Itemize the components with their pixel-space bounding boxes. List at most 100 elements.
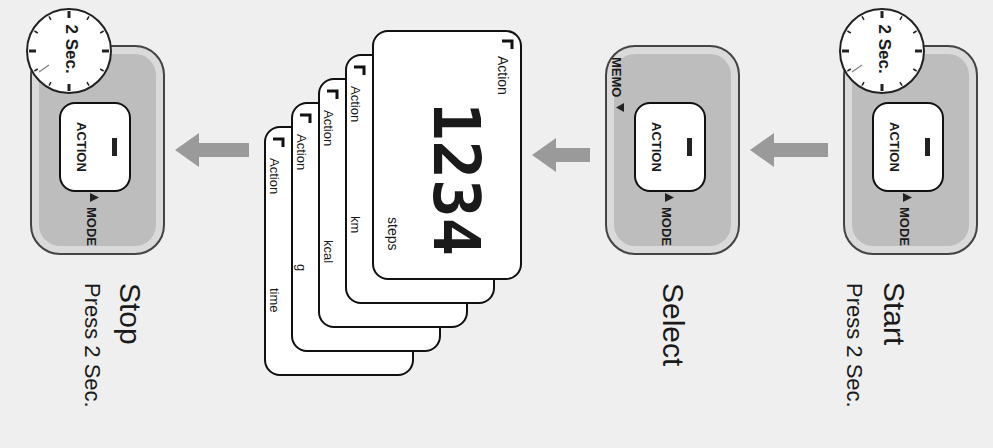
dial-tick (847, 69, 850, 71)
text-slot: ACTION (73, 122, 91, 172)
step-note: Stop (114, 283, 147, 345)
display-text: Action (495, 56, 511, 95)
pedometer-body: MEMO MODE ACTION (605, 45, 740, 255)
text-slot: Select (657, 283, 690, 366)
button-label: MODE (84, 207, 99, 246)
text-slot: MEMO (608, 57, 626, 97)
action-button: ACTION (634, 102, 706, 192)
button-display (634, 102, 706, 192)
display-text: 1234 (419, 102, 493, 256)
dial-tick (49, 82, 51, 85)
display-text: Action (348, 86, 363, 122)
pedometer-body: MODE ACTION 2 Sec. (30, 45, 165, 255)
dial-tick (87, 82, 89, 85)
display-text: Action (321, 110, 336, 146)
dial-tick (913, 31, 916, 33)
lcd-display-card: Action 1234 steps (372, 30, 522, 280)
dial-tick (102, 50, 109, 53)
dial-face (27, 9, 111, 93)
dial-tick (34, 31, 37, 33)
dial-face (840, 9, 924, 93)
corner-mark (354, 67, 364, 75)
dial-tick (900, 16, 902, 19)
text-slot: Action (494, 56, 512, 95)
corner-mark (327, 91, 337, 99)
display-text: km (348, 216, 363, 233)
text-slot: Action (320, 110, 338, 146)
pedometer-body: MODE ACTION 2 Sec. (843, 45, 978, 255)
dial-tick (913, 69, 916, 71)
mode-triangle (665, 193, 674, 202)
dial-hand (852, 65, 862, 72)
display-text: Action (267, 158, 282, 194)
button-label: ACTION (74, 122, 89, 172)
text-slot: Action (293, 134, 311, 170)
display-dash (925, 138, 930, 156)
display-text: kcal (321, 240, 336, 263)
flow-arrow (532, 138, 590, 172)
text-slot: ACTION (648, 122, 666, 172)
step-note: Press 2 Sec. (842, 283, 867, 408)
button-label: ACTION (649, 122, 664, 172)
step-title: Select (657, 283, 690, 366)
dial-tick (87, 16, 89, 19)
step-title: Start (878, 282, 911, 345)
text-slot: MODE (896, 207, 914, 246)
button-label: MODE (897, 207, 912, 246)
button-display (59, 102, 131, 192)
text-slot: Action (266, 158, 284, 194)
dial-tick (842, 50, 849, 53)
display-dash (687, 138, 692, 156)
text-slot: 2 Sec. (62, 25, 81, 74)
step-note: Press 2 Sec. (80, 283, 105, 408)
text-slot: time (266, 288, 284, 313)
corner-mark (502, 41, 512, 49)
dial-tick (900, 82, 902, 85)
corner-mark (300, 115, 310, 123)
dial-tick (862, 16, 864, 19)
dial-tick (68, 11, 71, 18)
dial-label: 2 Sec. (63, 25, 82, 74)
text-slot: ACTION (886, 122, 904, 172)
text-slot: Start (878, 282, 911, 345)
text-slot: MODE (658, 207, 676, 246)
text-slot: Action (347, 86, 365, 122)
text-slot: 2 Sec. (875, 25, 894, 74)
text-slot: 1234 (424, 102, 488, 256)
text-slot: Press 2 Sec. (80, 283, 104, 408)
flow-arrow (750, 133, 828, 167)
button-label: MEMO (609, 57, 624, 97)
flow-arrow (175, 133, 249, 167)
dial-label: 2 Sec. (876, 25, 895, 74)
mode-triangle (903, 193, 912, 202)
action-button: ACTION (59, 102, 131, 192)
memo-triangle (616, 103, 624, 112)
timer-dial: 2 Sec. (838, 7, 926, 95)
display-text: steps (385, 217, 401, 250)
display-text: g (294, 264, 309, 271)
dial-tick (100, 31, 103, 33)
text-slot: steps (384, 217, 402, 250)
dial-tick (881, 84, 884, 91)
dial-tick (49, 16, 51, 19)
button-label: ACTION (887, 122, 902, 172)
display-text: time (267, 288, 282, 313)
button-label: MODE (659, 207, 674, 246)
display-dash (112, 138, 117, 156)
text-slot: km (347, 216, 365, 233)
timer-dial: 2 Sec. (25, 7, 113, 95)
text-slot: MODE (83, 207, 101, 246)
dial-tick (881, 11, 884, 18)
dial-tick (847, 31, 850, 33)
mode-triangle (90, 193, 99, 202)
dial-hand (39, 65, 49, 72)
dial-tick (915, 50, 922, 53)
text-slot: Press 2 Sec. (842, 283, 866, 408)
dial-tick (68, 84, 71, 91)
dial-tick (862, 82, 864, 85)
text-slot: g (293, 264, 311, 271)
dial-tick (100, 69, 103, 71)
action-button: ACTION (872, 102, 944, 192)
button-display (872, 102, 944, 192)
